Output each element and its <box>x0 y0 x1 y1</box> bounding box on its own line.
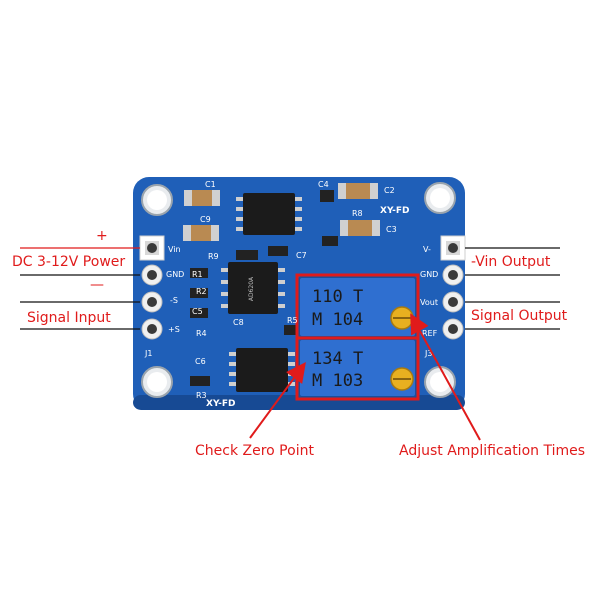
signal-output-label: Signal Output <box>471 308 568 324</box>
svg-text:C4: C4 <box>318 180 329 189</box>
header-j1 <box>139 235 165 340</box>
svg-text:GND: GND <box>166 270 184 279</box>
svg-text:C7: C7 <box>296 251 307 260</box>
right-leader-lines <box>465 247 560 330</box>
svg-text:Vout: Vout <box>420 298 438 307</box>
silkscreen-labels: C1 C9 C4 C2 XY-FD R8 C3 C7 R9 Vin GND R1… <box>144 180 438 409</box>
svg-text:GND: GND <box>420 270 438 279</box>
svg-text:XY-FD: XY-FD <box>206 399 236 409</box>
smd-components <box>183 183 380 386</box>
minus-label: — <box>90 277 104 293</box>
svg-text:M 104: M 104 <box>312 310 363 330</box>
svg-text:110 T: 110 T <box>312 287 363 307</box>
svg-text:M 103: M 103 <box>312 371 363 391</box>
adjust-amp-label: Adjust Amplification Times <box>399 443 585 459</box>
chip-marking: AD620A <box>248 276 255 301</box>
svg-text:R2: R2 <box>196 287 207 296</box>
svg-text:R5: R5 <box>287 316 298 325</box>
power-label: DC 3-12V Power <box>12 254 125 270</box>
svg-text:+S: +S <box>168 325 180 334</box>
svg-text:C8: C8 <box>233 318 244 327</box>
svg-text:R9: R9 <box>208 252 219 261</box>
header-j3 <box>440 235 466 340</box>
svg-text:REF: REF <box>422 329 438 338</box>
svg-text:C3: C3 <box>386 225 397 234</box>
vin-output-label: -Vin Output <box>471 254 551 270</box>
svg-text:R8: R8 <box>352 209 363 218</box>
svg-text:R1: R1 <box>192 270 203 279</box>
adjust-amp-arrow <box>410 313 481 441</box>
svg-text:C2: C2 <box>384 186 395 195</box>
svg-text:C1: C1 <box>205 180 216 189</box>
check-zero-arrow <box>249 361 306 439</box>
svg-text:134 T: 134 T <box>312 349 363 369</box>
svg-text:XY-FD: XY-FD <box>380 206 410 216</box>
check-zero-label: Check Zero Point <box>195 443 314 459</box>
left-leader-lines <box>20 247 140 330</box>
svg-text:R4: R4 <box>196 329 207 338</box>
svg-text:V-: V- <box>423 245 431 254</box>
svg-text:J1: J1 <box>144 349 152 358</box>
svg-text:-S: -S <box>170 296 178 305</box>
potentiometer-top[interactable]: 110 T M 104 <box>298 276 417 338</box>
svg-text:Vin: Vin <box>168 245 181 254</box>
svg-text:C9: C9 <box>200 215 211 224</box>
potentiometer-bottom[interactable]: 134 T M 103 <box>298 338 417 398</box>
plus-label: + <box>96 228 108 244</box>
svg-text:J3: J3 <box>424 349 432 358</box>
mounting-holes <box>141 182 456 398</box>
ic-chips: AD620A <box>221 193 302 392</box>
svg-text:R3: R3 <box>196 391 207 400</box>
signal-input-label: Signal Input <box>27 310 111 326</box>
svg-text:C6: C6 <box>195 357 206 366</box>
svg-text:C5: C5 <box>192 307 203 316</box>
